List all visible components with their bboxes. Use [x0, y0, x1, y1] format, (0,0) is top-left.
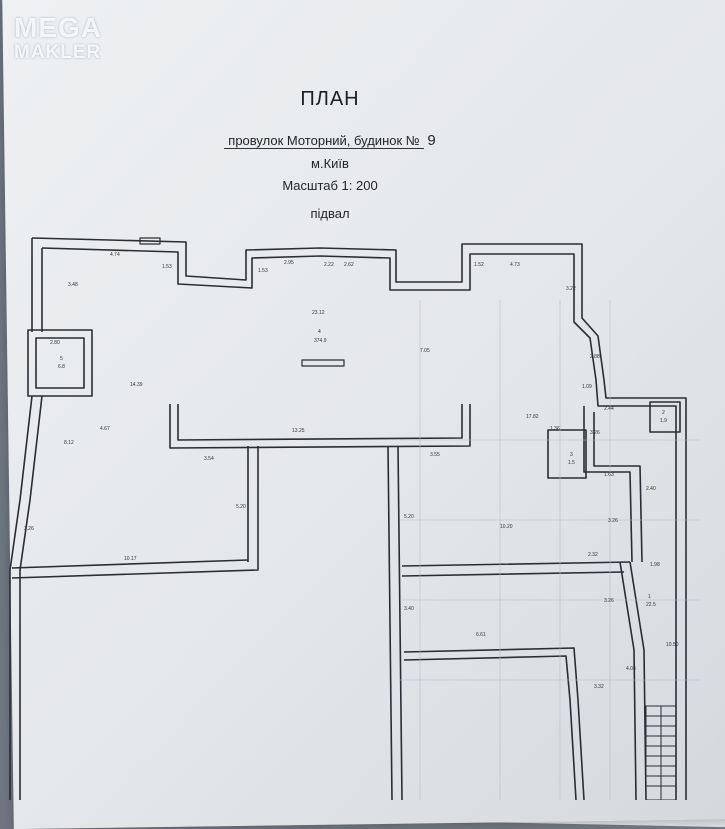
plan-title: ПЛАН	[300, 88, 360, 110]
logo-line-1: MEGA	[14, 12, 102, 43]
watermark-logo: MEGA MAKLER	[14, 12, 102, 63]
outer-wall-inner	[41, 247, 677, 800]
room-number: 4	[318, 329, 321, 335]
dim-label: 14.39	[130, 382, 143, 388]
scale-line: Масштаб 1: 200	[282, 178, 378, 193]
dim-label: 3.26	[590, 430, 600, 436]
dim-label: 3.26	[604, 598, 614, 604]
dim-label: 4.08	[626, 666, 636, 672]
background-grid	[400, 300, 700, 800]
dim-label: 2.40	[646, 486, 656, 492]
dim-label: 2.44	[604, 406, 614, 412]
dim-label: 4.73	[510, 262, 520, 268]
dim-label: 3.26	[608, 518, 618, 524]
room-area: 1.9	[660, 418, 667, 424]
dim-label: 17.82	[526, 414, 539, 420]
dim-label: 4.67	[100, 426, 110, 432]
room-area: 374.9	[314, 338, 327, 344]
room-number: 2	[662, 410, 665, 416]
dim-label: 2.22	[324, 262, 334, 268]
dim-label: 23.12	[312, 310, 325, 316]
address-number: 9	[427, 132, 436, 149]
dim-label: 2.88	[590, 354, 600, 360]
dim-label: 3.32	[594, 684, 604, 690]
dim-label: 1.52	[474, 262, 484, 268]
room-5-outline	[27, 329, 93, 397]
floor-plan-drawing: 4.74 1.53 1.53 2.95 2.22 2.62 1.52 4.73 …	[9, 237, 700, 800]
city-line: м.Київ	[311, 156, 349, 171]
dim-label: 1.98	[650, 562, 660, 568]
right-inner-wall	[619, 561, 647, 800]
dim-label: 1.53	[162, 264, 172, 270]
dim-label: 2.62	[344, 262, 354, 268]
logo-line-2: MAKLER	[14, 42, 102, 63]
dim-label: 13.25	[292, 428, 305, 434]
outer-wall	[31, 237, 687, 800]
floor-label: підвал	[310, 206, 350, 221]
central-wall	[169, 404, 471, 449]
room-area: 1.5	[568, 460, 575, 466]
lower-right-wall-2	[403, 647, 585, 800]
dim-label: 1.09	[582, 384, 592, 390]
dim-label: 6.61	[476, 632, 486, 638]
partition-left	[247, 446, 259, 562]
dim-label: 2.95	[284, 260, 294, 266]
room-number: 3	[570, 452, 573, 458]
dim-label: 3.54	[204, 456, 214, 462]
dim-label: 3.40	[404, 606, 414, 612]
dim-label: 3.26	[24, 526, 34, 532]
dim-label: 7.05	[420, 348, 430, 354]
dim-label: 1.63	[604, 472, 614, 478]
room-5-inner	[35, 337, 85, 389]
vestibule-wall	[547, 429, 587, 479]
room-number: 5	[60, 356, 63, 362]
room-number: 1	[648, 594, 651, 600]
left-wall	[9, 238, 43, 800]
dim-label: 1.36	[550, 426, 560, 432]
vestibule-wall-2	[583, 406, 643, 563]
dim-label: 4.74	[110, 252, 120, 258]
window-top	[139, 237, 161, 245]
dim-label: 1.53	[258, 268, 268, 274]
dim-label: 10.17	[124, 556, 137, 562]
column-center	[301, 359, 345, 367]
address-line: провулок Моторний, будинок № 9	[0, 132, 660, 149]
room-2-outline	[649, 401, 681, 433]
room-area: 6.8	[58, 364, 65, 370]
dim-label: 5.20	[404, 514, 414, 520]
staircase	[645, 705, 677, 800]
dim-label: 3.48	[68, 282, 78, 288]
dim-label: 10.20	[500, 524, 513, 530]
dim-label: 10.50	[666, 642, 679, 648]
lower-left-wall	[11, 559, 259, 579]
dim-label: 2.80	[50, 340, 60, 346]
dim-label: 3.22	[566, 286, 576, 292]
dim-label: 2.32	[588, 552, 598, 558]
dim-label: 5.20	[236, 504, 246, 510]
dim-label: 3.55	[430, 452, 440, 458]
partition-mid	[387, 445, 403, 800]
room-area: 22.5	[646, 602, 656, 608]
address-street: провулок Моторний, будинок №	[224, 133, 424, 149]
dim-label: 8.12	[64, 440, 74, 446]
lower-right-wall-1	[401, 561, 631, 577]
